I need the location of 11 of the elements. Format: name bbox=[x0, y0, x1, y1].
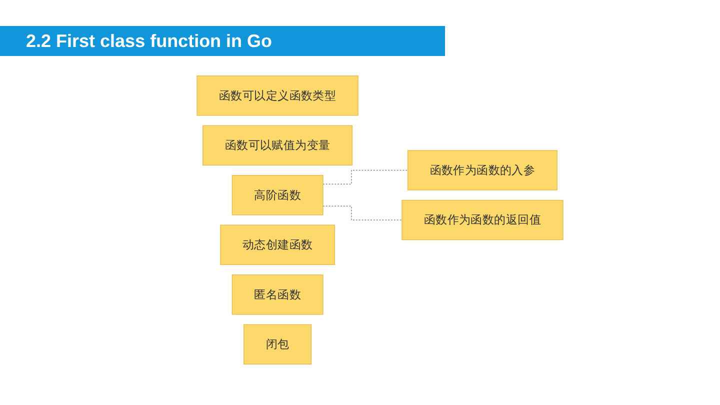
node-box: 闭包 bbox=[244, 324, 312, 364]
connector bbox=[322, 206, 402, 220]
title-banner: 2.2 First class function in Go bbox=[0, 26, 445, 56]
node-box: 动态创建函数 bbox=[220, 224, 335, 265]
node-box: 函数作为函数的返回值 bbox=[402, 200, 564, 240]
node-box: 匿名函数 bbox=[232, 274, 324, 315]
node-box: 函数可以定义函数类型 bbox=[196, 76, 358, 116]
node-box: 函数作为函数的入参 bbox=[407, 150, 558, 190]
connector bbox=[322, 170, 408, 184]
node-box: 高阶函数 bbox=[232, 175, 324, 216]
node-box: 函数可以赋值为变量 bbox=[202, 125, 353, 166]
